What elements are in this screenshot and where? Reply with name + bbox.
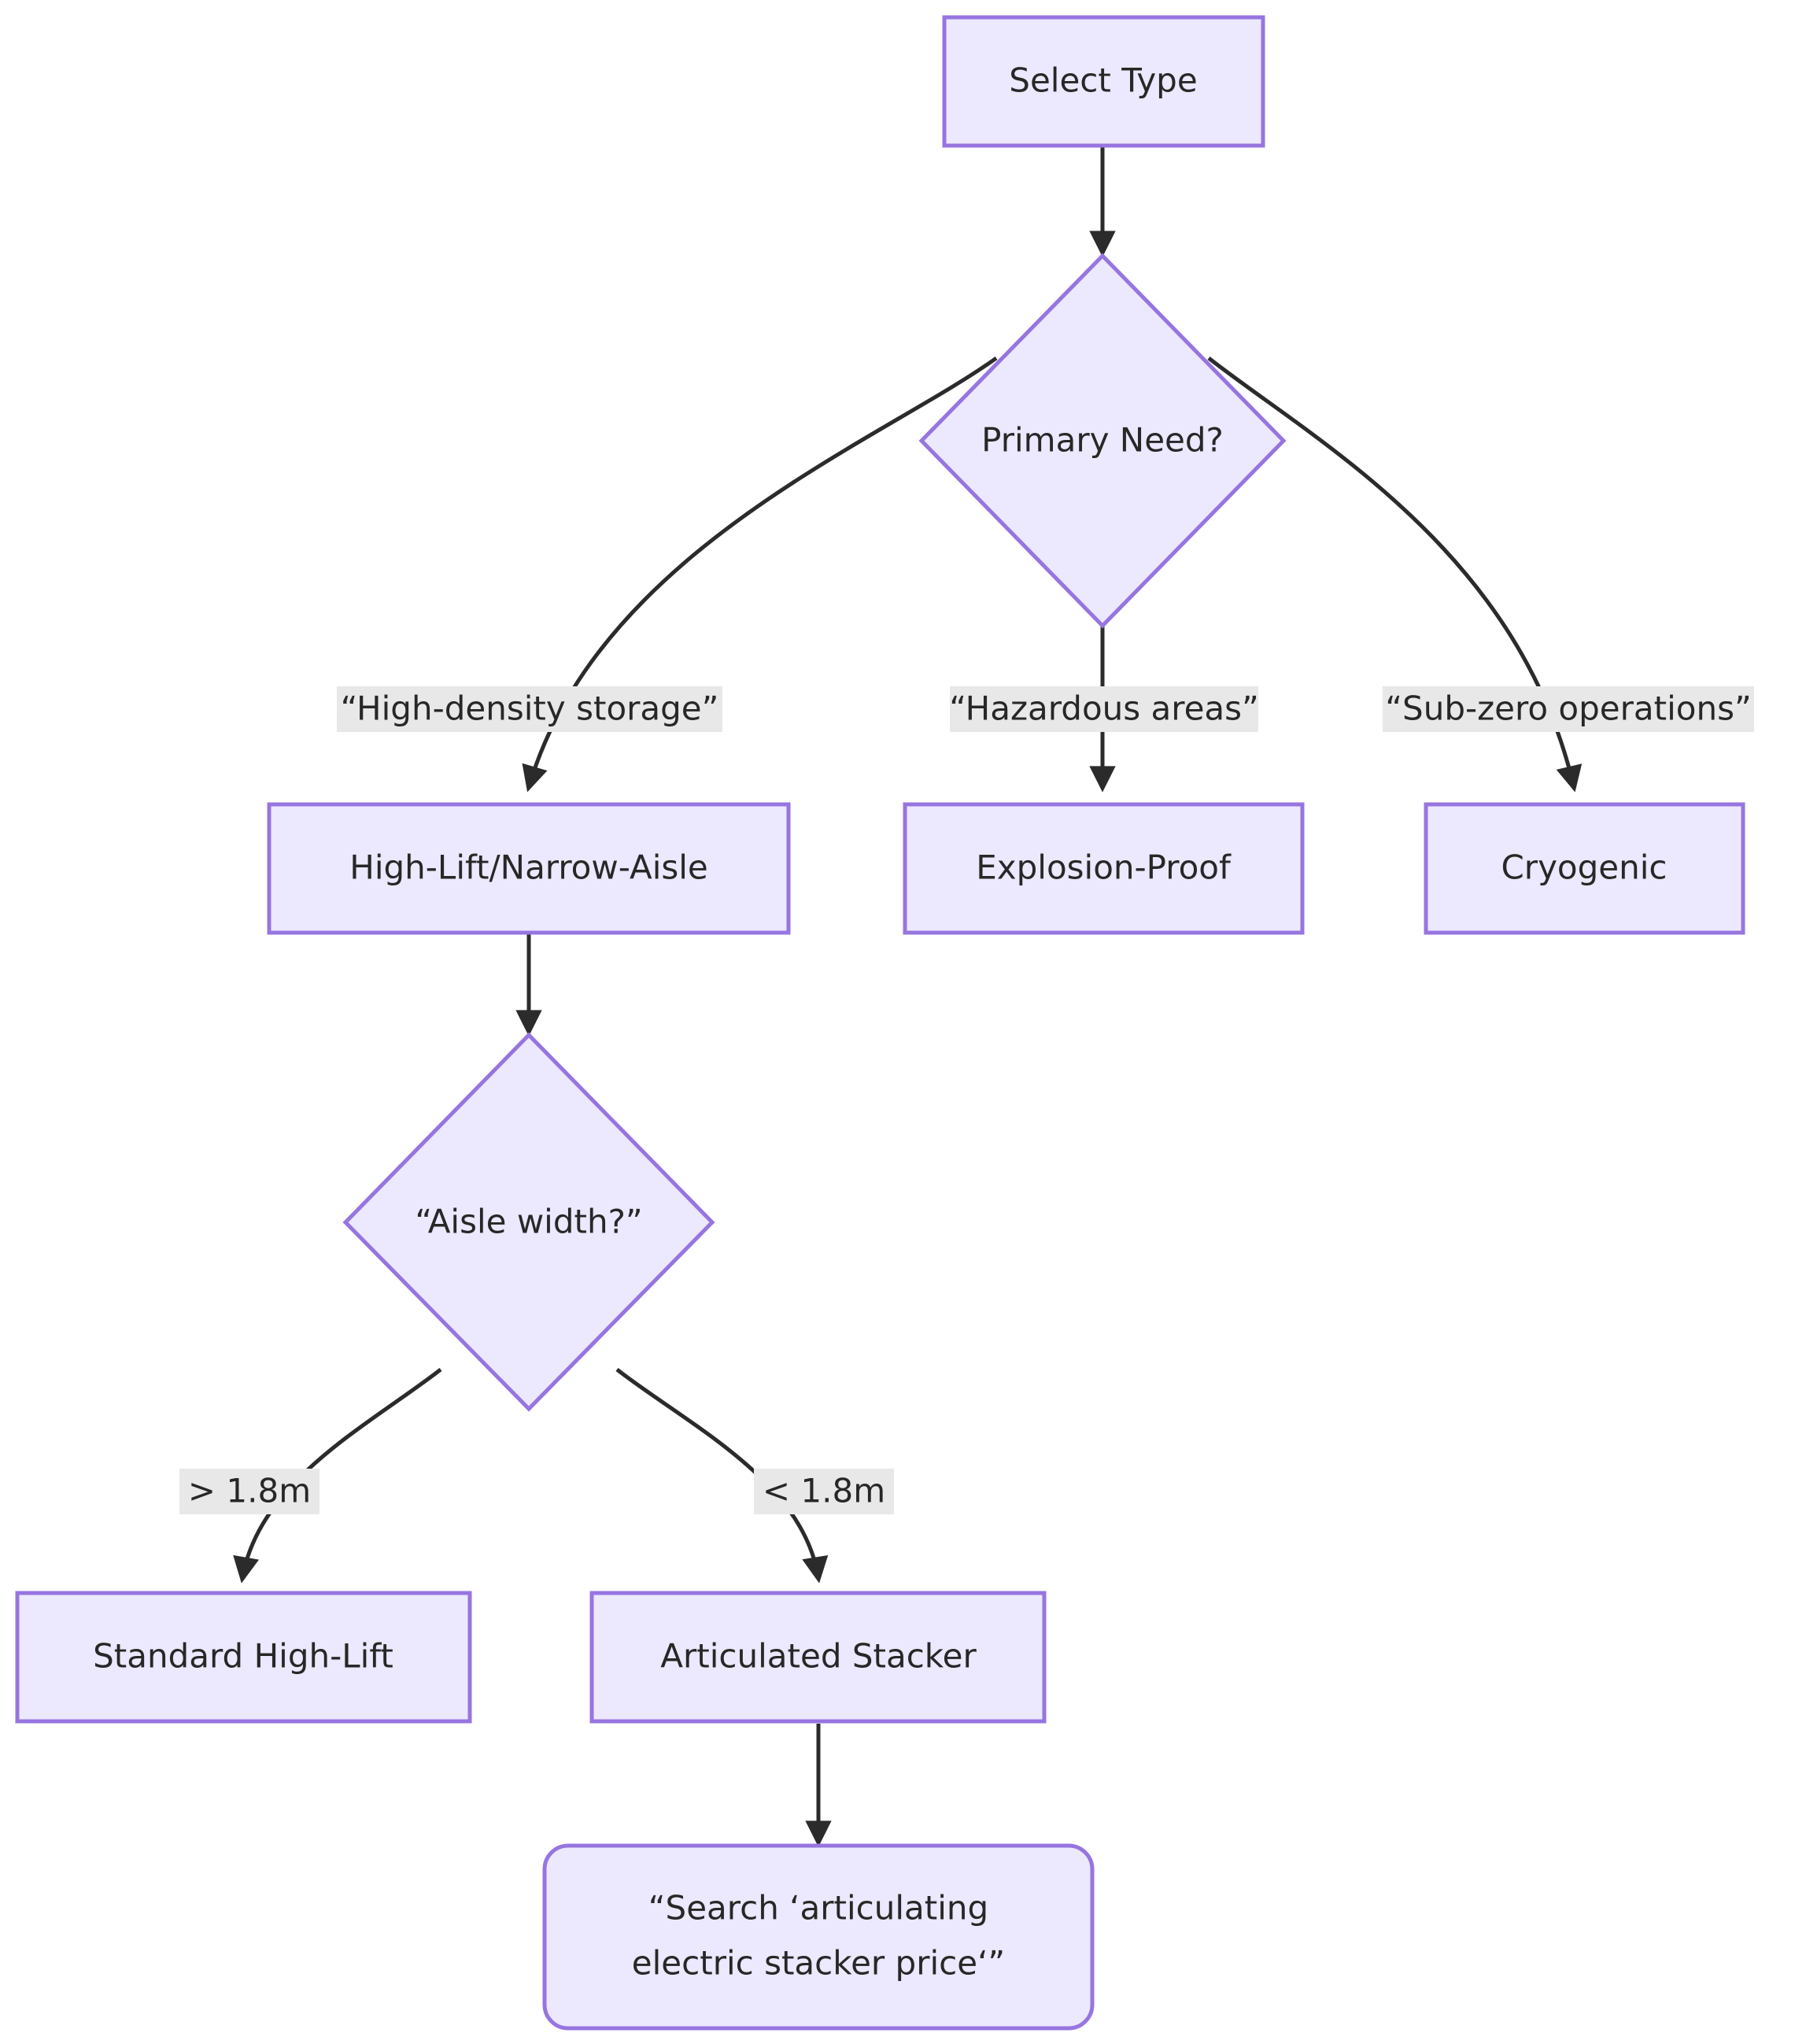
node-label-line-2: electric stacker price‘” <box>632 1944 1005 1983</box>
node-label: Articulated Stacker <box>660 1637 977 1676</box>
node-cryogenic[interactable]: Cryogenic <box>1424 802 1745 935</box>
edge-label-high-density-storage: “High-density storage” <box>337 686 722 732</box>
node-standard-high-lift[interactable]: Standard High-Lift <box>15 1591 472 1724</box>
node-primary-need[interactable]: Primary Need? <box>918 253 1287 629</box>
nodes-layer: Select Type Primary Need? High-Lift/Narr… <box>15 15 1745 2031</box>
node-label: Primary Need? <box>981 421 1224 460</box>
edge-labels-layer: “High-density storage” “Hazardous areas”… <box>179 686 1754 1514</box>
edge-label-less-than-1-8m: < 1.8m <box>754 1469 894 1514</box>
node-select-type[interactable]: Select Type <box>942 15 1265 148</box>
edge-aisle-width-to-articulated-stacker <box>615 1368 829 1584</box>
edge-aisle-width-to-standard-high-lift <box>233 1368 442 1584</box>
node-label: Explosion-Proof <box>976 848 1232 887</box>
node-label: High-Lift/Narrow-Aisle <box>349 848 708 887</box>
edge-label-text: “Hazardous areas” <box>949 689 1259 728</box>
node-label: Select Type <box>1009 61 1197 100</box>
edge-label-greater-than-1-8m: > 1.8m <box>179 1469 319 1514</box>
node-search-query[interactable]: “Search ‘articulating electric stacker p… <box>542 1843 1095 2031</box>
node-label-line-1: “Search ‘articulating <box>648 1889 988 1928</box>
node-label: Cryogenic <box>1501 848 1667 887</box>
edge-label-text: “High-density storage” <box>341 689 719 728</box>
node-high-lift-narrow-aisle[interactable]: High-Lift/Narrow-Aisle <box>267 802 791 935</box>
edge-label-hazardous-areas: “Hazardous areas” <box>949 686 1259 732</box>
node-aisle-width[interactable]: “Aisle width?” <box>342 1032 715 1412</box>
edge-label-text: “Sub-zero operations” <box>1385 689 1751 728</box>
node-label: “Aisle width?” <box>415 1203 642 1241</box>
node-articulated-stacker[interactable]: Articulated Stacker <box>589 1591 1047 1724</box>
edges-layer <box>233 146 1583 1847</box>
edge-label-sub-zero-operations: “Sub-zero operations” <box>1383 686 1754 732</box>
node-explosion-proof[interactable]: Explosion-Proof <box>903 802 1305 935</box>
edge-label-text: > 1.8m <box>188 1472 311 1510</box>
edge-label-text: < 1.8m <box>763 1472 885 1510</box>
node-label: Standard High-Lift <box>93 1637 393 1676</box>
